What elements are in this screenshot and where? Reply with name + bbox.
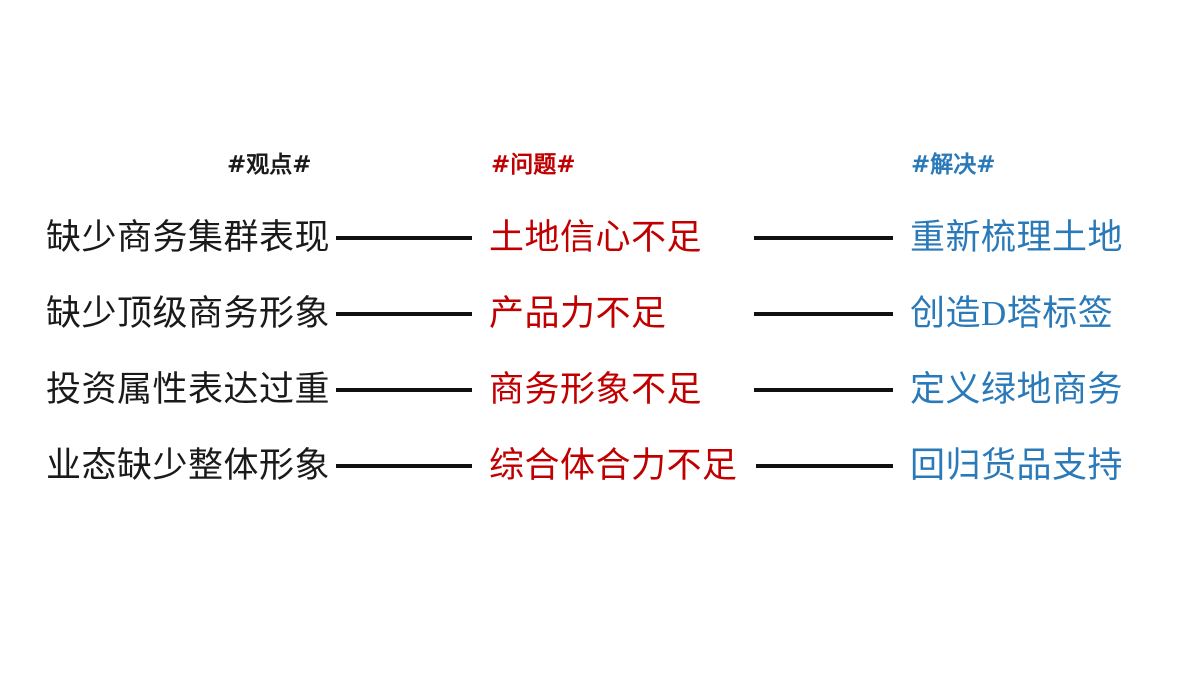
table-row: 缺少顶级商务形象 产品力不足 创造D塔标签 <box>0 276 1200 352</box>
problem-text: 土地信心不足 <box>489 218 703 257</box>
connector-line-problem-to-solution <box>754 236 893 240</box>
problem-text: 商务形象不足 <box>489 370 703 409</box>
solution-text: 回归货品支持 <box>910 446 1124 485</box>
connector-line-problem-to-solution <box>754 312 893 316</box>
column-header-viewpoint: #观点# <box>227 152 312 178</box>
connector-line-viewpoint-to-problem <box>336 236 472 240</box>
mapping-rows: 缺少商务集群表现 土地信心不足 重新梳理土地 缺少顶级商务形象 产品力不足 创造… <box>0 200 1200 504</box>
problem-text: 产品力不足 <box>489 294 667 333</box>
connector-line-viewpoint-to-problem <box>336 464 472 468</box>
viewpoint-text: 缺少商务集群表现 <box>45 218 330 257</box>
connector-line-viewpoint-to-problem <box>336 312 472 316</box>
problem-text: 综合体合力不足 <box>489 446 738 485</box>
table-row: 业态缺少整体形象 综合体合力不足 回归货品支持 <box>0 428 1200 504</box>
connector-line-viewpoint-to-problem <box>336 388 472 392</box>
solution-text: 重新梳理土地 <box>910 218 1124 257</box>
column-header-solution: #解决# <box>911 152 996 178</box>
table-row: 投资属性表达过重 商务形象不足 定义绿地商务 <box>0 352 1200 428</box>
solution-text: 定义绿地商务 <box>910 370 1124 409</box>
column-headers: #观点# #问题# #解决# <box>0 150 1200 184</box>
viewpoint-text: 业态缺少整体形象 <box>45 446 330 485</box>
viewpoint-text: 缺少顶级商务形象 <box>45 294 330 333</box>
connector-line-problem-to-solution <box>754 388 893 392</box>
table-row: 缺少商务集群表现 土地信心不足 重新梳理土地 <box>0 200 1200 276</box>
column-header-problem: #问题# <box>491 152 576 178</box>
solution-text: 创造D塔标签 <box>910 294 1114 333</box>
connector-line-problem-to-solution <box>756 464 893 468</box>
viewpoint-text: 投资属性表达过重 <box>45 370 330 409</box>
